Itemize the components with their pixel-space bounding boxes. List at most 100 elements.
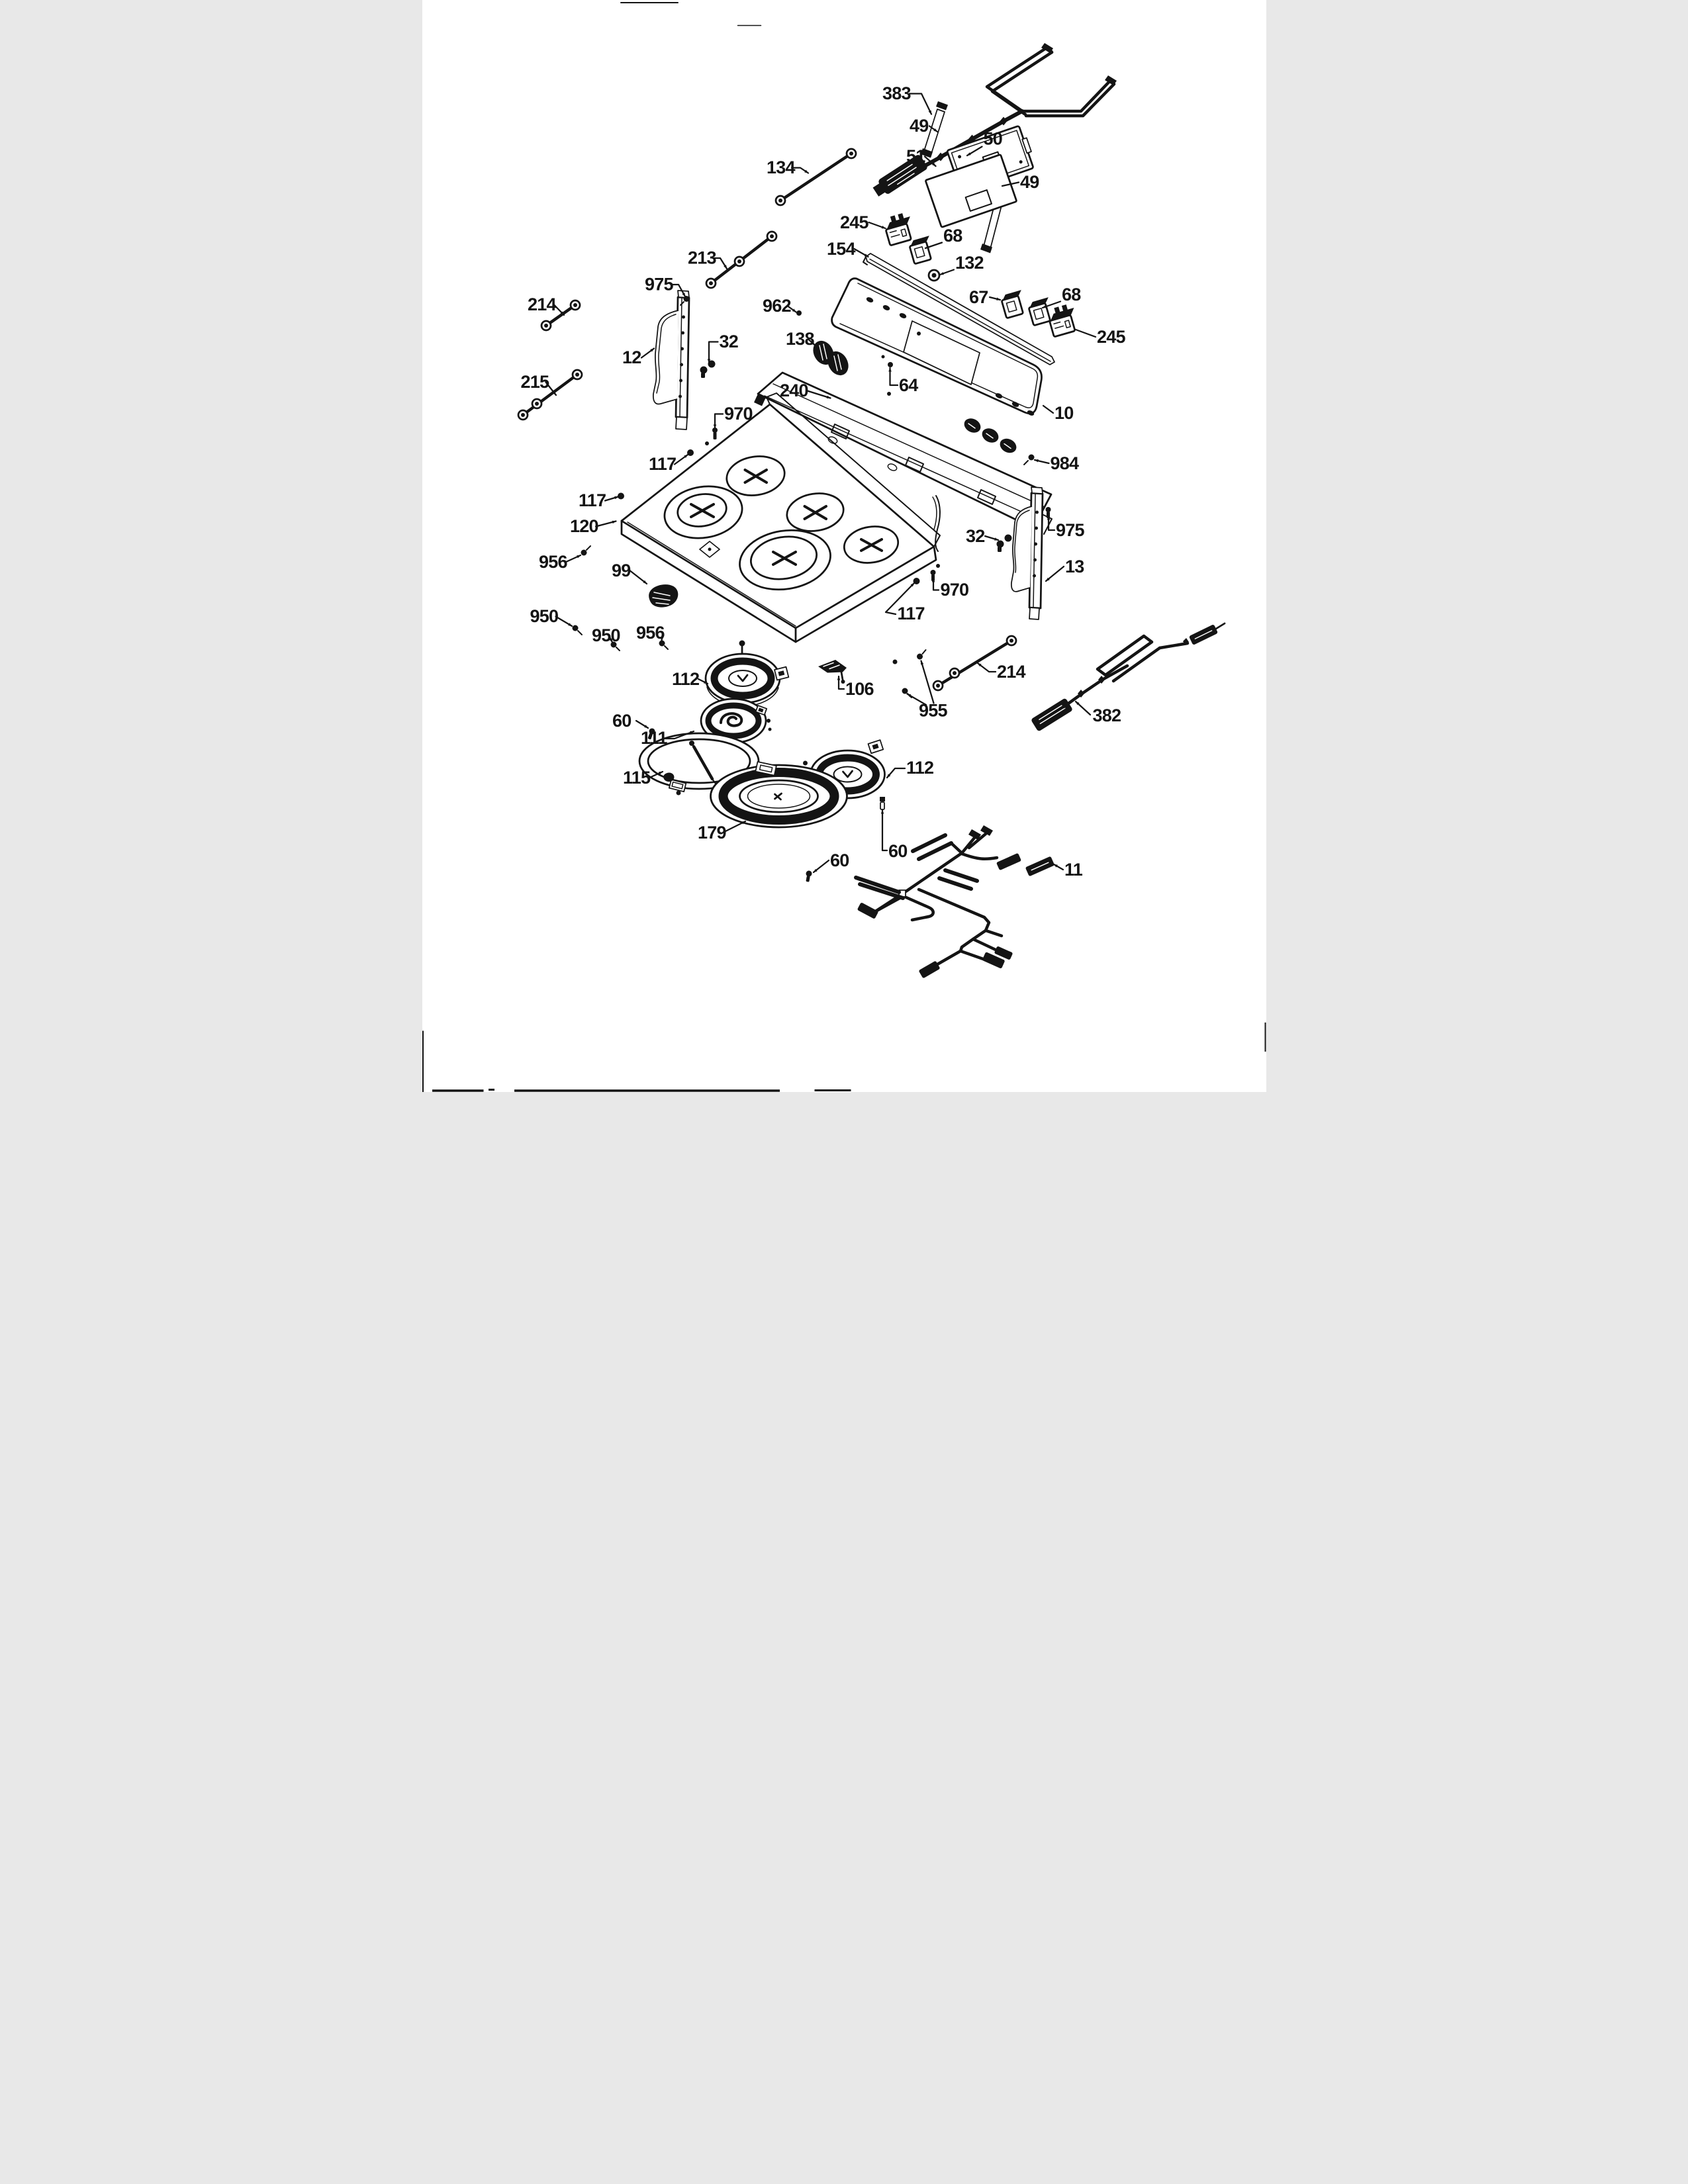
part-245-switch-right bbox=[1049, 304, 1076, 338]
callout-leader-12 bbox=[640, 347, 655, 359]
callout-leader-179 bbox=[722, 820, 746, 834]
callout-64: 64 bbox=[888, 367, 919, 395]
callout-leader-214-right bbox=[976, 662, 996, 673]
part-132-nut bbox=[927, 269, 940, 282]
part-245-switch-upper bbox=[884, 213, 912, 246]
callout-label-64: 64 bbox=[899, 375, 918, 395]
burner-right-middle bbox=[785, 492, 845, 532]
callout-label-32-left: 32 bbox=[719, 332, 738, 351]
callout-68-upper: 68 bbox=[924, 226, 963, 250]
callout-label-68-upper: 68 bbox=[943, 226, 962, 246]
callout-984: 984 bbox=[1033, 453, 1079, 473]
fastener-64 bbox=[887, 362, 893, 367]
callout-label-49-right: 49 bbox=[1020, 172, 1039, 192]
fastener-64b bbox=[881, 355, 884, 359]
part-111-element bbox=[700, 698, 771, 744]
callout-117-br: 117 bbox=[884, 582, 925, 623]
fasteners bbox=[572, 296, 1051, 698]
callout-117-top: 117 bbox=[649, 453, 688, 474]
callout-132: 132 bbox=[939, 253, 984, 276]
callout-leader-962 bbox=[786, 305, 797, 313]
callout-leader-382 bbox=[1074, 700, 1091, 716]
callout-label-132: 132 bbox=[955, 253, 984, 273]
callout-leader-956-upper bbox=[564, 554, 581, 563]
callout-214-left: 214 bbox=[528, 295, 565, 316]
part-179-element-large bbox=[709, 761, 848, 829]
callout-115: 115 bbox=[623, 768, 663, 788]
callout-leader-49-left bbox=[928, 125, 938, 133]
callout-leader-60-c bbox=[812, 859, 829, 874]
callout-label-984: 984 bbox=[1050, 453, 1079, 473]
callout-leader-32-right bbox=[984, 535, 999, 541]
callout-label-214-right: 214 bbox=[997, 662, 1026, 682]
fastener-956-lower bbox=[659, 640, 669, 650]
callout-leader-955 bbox=[906, 693, 927, 706]
callout-label-68-right: 68 bbox=[1062, 285, 1081, 304]
callout-13: 13 bbox=[1045, 557, 1085, 582]
callout-label-120: 120 bbox=[570, 516, 598, 536]
callout-32-left: 32 bbox=[707, 332, 738, 364]
callout-leader-950-lower bbox=[608, 636, 613, 643]
fastener-950-lower bbox=[610, 641, 620, 651]
fastener-dot bbox=[892, 659, 897, 664]
part-60-clip-b bbox=[879, 797, 885, 810]
fastener-32-right bbox=[996, 534, 1011, 552]
callout-leader-117-top bbox=[673, 453, 688, 465]
callout-leader-11 bbox=[1053, 863, 1064, 871]
callout-245-upper: 245 bbox=[840, 212, 886, 232]
callout-leader-956-lower bbox=[660, 632, 663, 642]
fastener-117-top bbox=[686, 449, 694, 456]
callout-leader-49-right bbox=[1001, 181, 1019, 187]
callout-60-c: 60 bbox=[812, 850, 849, 874]
callout-label-214-left: 214 bbox=[528, 295, 557, 314]
callout-leader-112-left bbox=[697, 678, 708, 685]
part-214-rod-left bbox=[540, 299, 581, 332]
callout-label-213: 213 bbox=[688, 248, 717, 268]
part-120-cooktop bbox=[620, 392, 941, 643]
exploded-parts-diagram: 3834950514924568154132676824596213864102… bbox=[422, 0, 1266, 1092]
callout-label-975-left: 975 bbox=[645, 275, 674, 295]
part-383-harness bbox=[872, 43, 1117, 197]
callout-112-right: 112 bbox=[886, 758, 934, 779]
callout-leader-970-left bbox=[713, 413, 724, 430]
callout-leader-60-b bbox=[880, 809, 888, 852]
callout-382: 382 bbox=[1074, 700, 1121, 725]
fastener-950-upper bbox=[572, 625, 583, 635]
callout-154: 154 bbox=[827, 239, 869, 259]
callout-11: 11 bbox=[1053, 860, 1083, 880]
callout-label-67: 67 bbox=[969, 287, 988, 307]
callout-leader-115 bbox=[647, 770, 663, 780]
fastener-955-b bbox=[916, 649, 926, 660]
callout-leader-383 bbox=[908, 93, 932, 115]
callout-leader-984 bbox=[1033, 459, 1050, 465]
part-215-rod bbox=[517, 369, 583, 421]
callout-label-13: 13 bbox=[1065, 557, 1084, 576]
callout-leader-32-left bbox=[707, 341, 719, 364]
part-154-trim-bar bbox=[862, 253, 1055, 365]
callout-970-left: 970 bbox=[713, 404, 753, 430]
callout-leader-138 bbox=[807, 338, 816, 346]
callout-label-111: 111 bbox=[641, 728, 668, 748]
callout-leader-975-left bbox=[670, 283, 686, 298]
callout-label-956-lower: 956 bbox=[636, 623, 665, 643]
callout-label-12: 12 bbox=[622, 347, 641, 367]
callout-label-60-a: 60 bbox=[612, 711, 632, 731]
callout-label-51: 51 bbox=[906, 146, 925, 166]
callout-leader-10 bbox=[1042, 404, 1054, 414]
callout-label-32-right: 32 bbox=[966, 526, 985, 546]
callout-12: 12 bbox=[622, 347, 655, 367]
callout-112-left: 112 bbox=[672, 669, 708, 689]
callout-leader-120 bbox=[594, 520, 617, 527]
callout-leader-68-right bbox=[1041, 300, 1061, 309]
callout-leader-245-right bbox=[1074, 328, 1096, 338]
callout-label-10: 10 bbox=[1055, 403, 1074, 423]
callout-134: 134 bbox=[767, 158, 809, 177]
callout-leader-132 bbox=[939, 269, 955, 276]
callout-50: 50 bbox=[966, 129, 1002, 157]
callout-leader-245-upper bbox=[867, 221, 886, 230]
callout-label-962: 962 bbox=[763, 296, 791, 316]
callout-label-970-left: 970 bbox=[724, 404, 753, 424]
burner-far-right bbox=[843, 525, 899, 564]
callout-117-mid: 117 bbox=[579, 490, 619, 510]
